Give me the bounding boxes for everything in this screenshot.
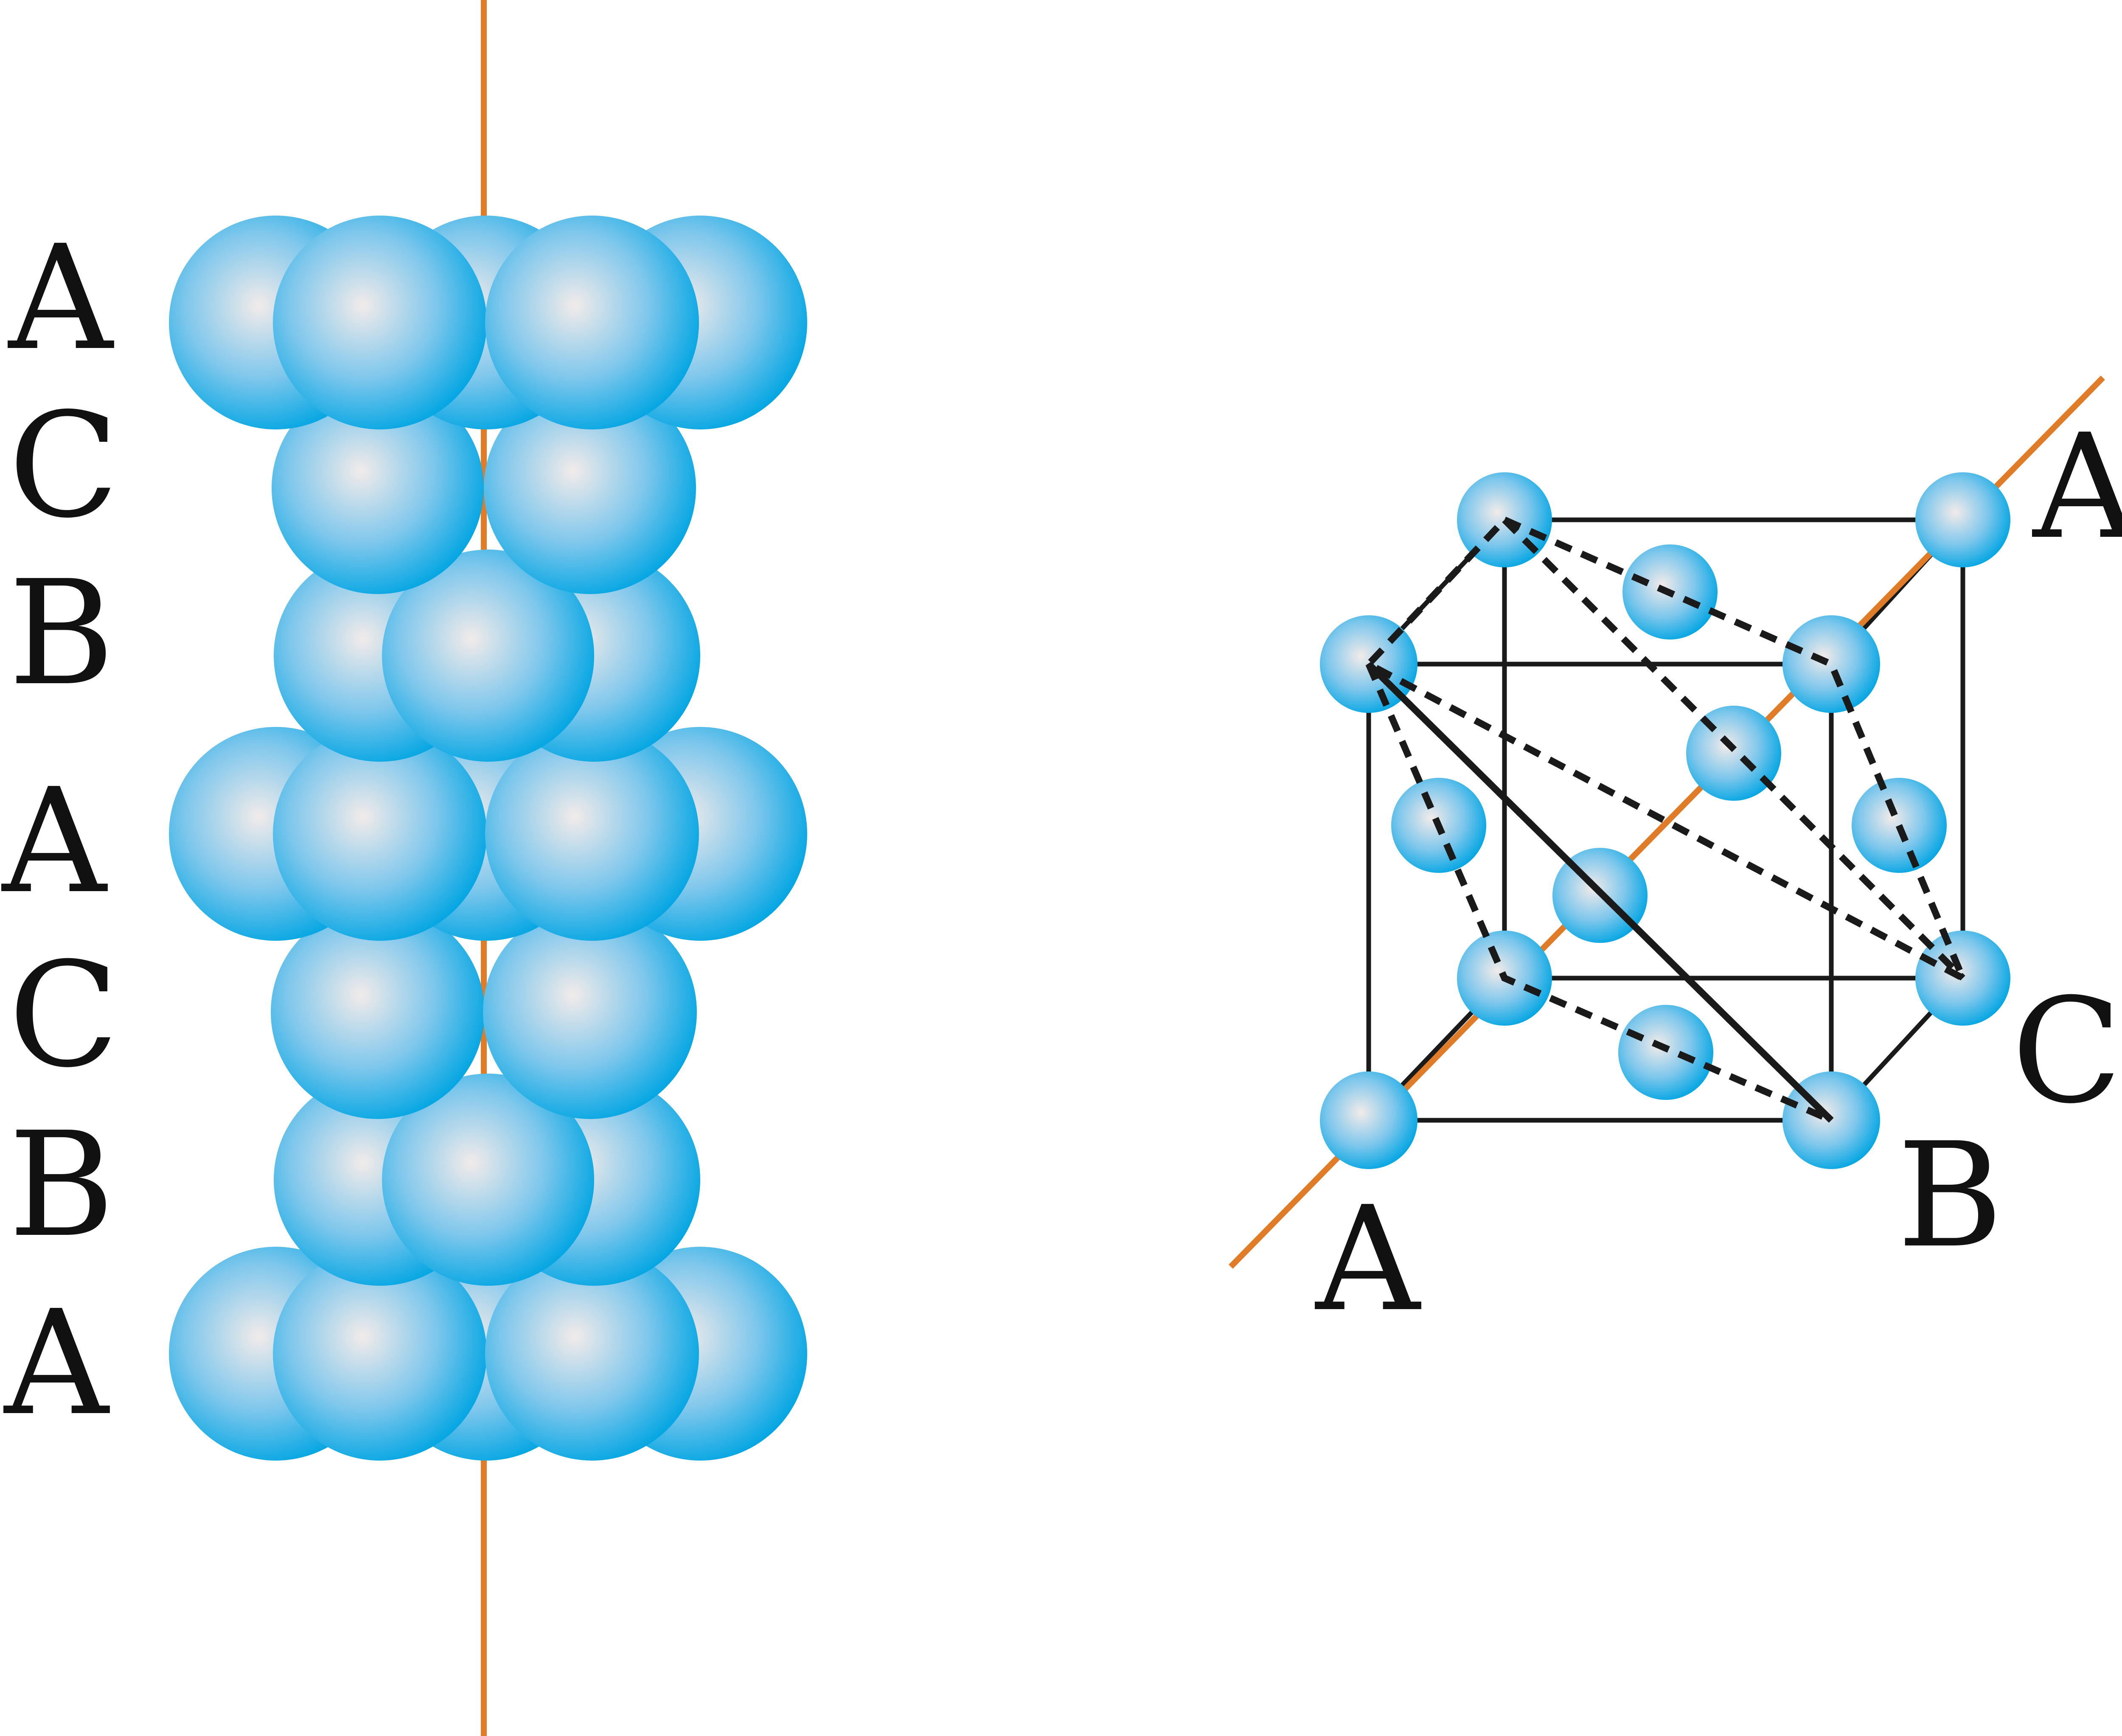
corner-labels: A A B C <box>1314 403 2122 1343</box>
layer-label: B <box>8 550 115 718</box>
face-center-atom <box>1618 1005 1713 1100</box>
plane-triangle-upper <box>1363 516 1970 986</box>
corner-label-top-back-right: A <box>2031 403 2122 571</box>
sphere-layer-a <box>485 727 699 941</box>
sphere-layer-a <box>273 1247 487 1461</box>
corner-label-bottom-back-right: C <box>2012 968 2122 1136</box>
sphere-layer-c <box>484 382 696 594</box>
corner-label-bottom-front-left: A <box>1314 1175 1422 1343</box>
sphere-layer-b <box>382 550 594 762</box>
stacking-sequence-diagram: A C B A C B A <box>0 0 807 1736</box>
sphere-layer-b <box>382 1074 594 1286</box>
sphere-layer-a <box>273 727 487 941</box>
corner-atom <box>1782 615 1880 713</box>
corner-label-bottom-front-right: B <box>1897 1112 2003 1280</box>
layer-labels: A C B A C B A <box>0 214 119 1447</box>
corner-atom <box>1320 1071 1417 1169</box>
sphere-layer-c <box>483 905 697 1119</box>
plane-edge <box>1502 517 1965 981</box>
layer-label: C <box>8 382 119 550</box>
fcc-unit-cell-diagram: A A B C <box>1229 376 2122 1343</box>
sphere-layer-a <box>273 216 487 429</box>
stack-spheres <box>169 216 807 1461</box>
layer-label: A <box>6 214 115 382</box>
layer-label: A <box>2 1279 110 1447</box>
layer-label: A <box>0 757 108 925</box>
layer-label: C <box>8 931 119 1099</box>
corner-atom <box>1915 472 2010 567</box>
layer-label: B <box>8 1101 115 1269</box>
plane-edge <box>1366 662 1834 1123</box>
sphere-layer-c <box>271 905 485 1119</box>
close-packed-planes <box>1363 516 1970 1124</box>
sphere-layer-a <box>485 216 699 429</box>
sphere-layer-a <box>485 1247 699 1461</box>
sphere-layer-c <box>272 382 484 594</box>
